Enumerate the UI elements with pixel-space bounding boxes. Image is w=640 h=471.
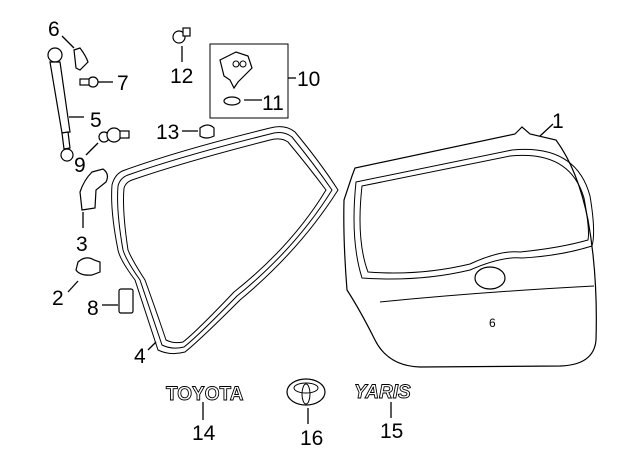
ball-stud[interactable] (98, 127, 130, 143)
toyota-emblem[interactable] (286, 378, 326, 406)
callout-10[interactable]: 10 (297, 68, 320, 91)
callout-16[interactable]: 16 (300, 427, 323, 450)
callout-3[interactable]: 3 (76, 233, 88, 256)
bolt-7[interactable] (79, 76, 99, 88)
toyota-nameplate[interactable]: TOYOTA (166, 384, 245, 406)
callout-12[interactable]: 12 (170, 65, 193, 88)
callout-15[interactable]: 15 (380, 420, 403, 443)
callout-1[interactable]: 1 (552, 110, 564, 133)
callout-11[interactable]: 11 (262, 92, 284, 115)
washer[interactable] (223, 96, 241, 106)
bumper[interactable] (75, 257, 101, 276)
hinge-box[interactable] (209, 43, 289, 119)
callout-13[interactable]: 13 (156, 121, 179, 144)
strut-bracket[interactable] (73, 47, 89, 71)
support-strut[interactable] (47, 47, 74, 162)
leader-arrows (61, 35, 554, 424)
bumper-pad[interactable] (118, 288, 134, 314)
bolt-12[interactable] (172, 27, 191, 44)
callout-9[interactable]: 9 (74, 154, 86, 177)
nut[interactable] (199, 124, 215, 139)
callout-7[interactable]: 7 (117, 72, 129, 95)
hinge-cover[interactable] (79, 168, 109, 211)
weatherstrip[interactable] (111, 126, 339, 355)
callout-5[interactable]: 5 (90, 109, 102, 132)
callout-8[interactable]: 8 (87, 297, 99, 320)
lift-gate[interactable]: 6 (343, 126, 597, 368)
callout-6[interactable]: 6 (48, 18, 60, 41)
callout-2[interactable]: 2 (52, 287, 64, 310)
yaris-nameplate[interactable]: YARIS (354, 382, 412, 404)
gate-mark: 6 (489, 316, 496, 330)
callout-4[interactable]: 4 (134, 345, 146, 368)
callout-14[interactable]: 14 (192, 422, 216, 445)
